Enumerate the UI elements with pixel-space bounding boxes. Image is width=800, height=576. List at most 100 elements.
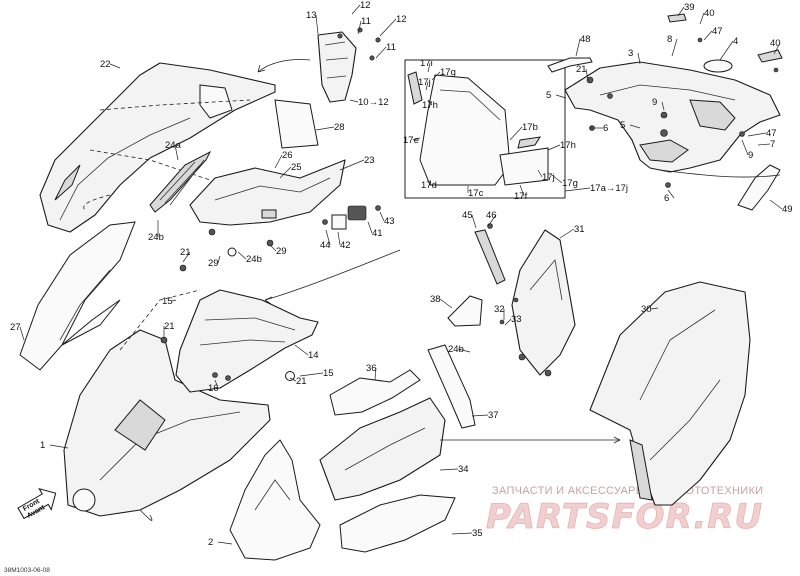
callout-label: 37 — [488, 410, 499, 421]
leader-line — [637, 52, 641, 65]
callout-c21d: 21 — [289, 376, 307, 387]
callout-label: 17e — [403, 135, 419, 146]
part-23-inner-panel — [189, 159, 346, 226]
front-direction-tag: Front Avant — [17, 488, 57, 520]
callout-c16: 16 — [208, 379, 219, 394]
callout-c11a: 11 — [357, 16, 371, 35]
leader-line — [174, 144, 179, 161]
leader-line — [367, 221, 373, 234]
callout-label: 21 — [180, 247, 191, 258]
callout-c46: 46 — [486, 210, 497, 227]
callout-c40b: 40 — [770, 38, 781, 55]
callout-label: 17g — [562, 178, 578, 189]
callout-c17j2: 17j — [537, 169, 555, 183]
watermark-tagline: ЗАПЧАСТИ И АКСЕССУАРЫ ДЛЯ МОТОТЕХНИКИ — [492, 485, 763, 497]
callout-c17e: 17e — [403, 135, 421, 146]
callout-label: 43 — [384, 216, 395, 227]
callout-c36: 36 — [366, 363, 377, 381]
part-37-strip — [427, 344, 476, 429]
callout-label: 17j — [418, 77, 431, 88]
callout-c43: 43 — [379, 211, 395, 227]
leader-line — [339, 159, 365, 171]
callout-label: 6 — [603, 123, 608, 134]
callout-c17g2: 17g — [551, 174, 578, 189]
callout-label: 4 — [733, 36, 738, 47]
callout-c17b: 17b — [509, 122, 538, 141]
callout-label: 24b — [148, 232, 164, 243]
callout-label: 21 — [164, 321, 175, 332]
callout-c11b: 11 — [375, 42, 396, 59]
leader-line — [471, 214, 477, 229]
part-35-bottom-panel — [339, 494, 456, 553]
callout-c24b3: 24b — [448, 344, 471, 355]
callout-label: 17j — [542, 172, 555, 183]
callout-c9a: 9 — [652, 97, 665, 111]
callout-c17i: 17i — [420, 58, 433, 73]
leader-line — [747, 132, 767, 137]
callout-c17j1: 17j — [418, 77, 431, 91]
leader-line — [425, 81, 429, 91]
leader-line — [274, 154, 283, 169]
callout-c35: 35 — [451, 528, 483, 539]
callout-label: 47 — [712, 26, 723, 37]
callout-label: 38 — [430, 294, 441, 305]
leader-line — [427, 62, 431, 73]
leader-line — [585, 68, 589, 81]
leader-line — [171, 299, 177, 302]
callout-c4: 4 — [719, 36, 738, 61]
leader-line — [703, 30, 713, 41]
callout-label: 21 — [576, 64, 587, 75]
callout-layer: 12345566789910→1211111212131415151617a→1… — [10, 0, 793, 548]
callout-c41: 41 — [367, 221, 383, 239]
callout-c42: 42 — [337, 231, 351, 251]
leader-line — [412, 137, 421, 141]
leader-line — [315, 14, 319, 35]
leader-line — [487, 214, 497, 227]
callout-label: 17a→17j — [590, 183, 628, 194]
callout-c21a: 21 — [576, 64, 589, 81]
callout-c17f: 17f — [514, 184, 528, 202]
leader-line — [555, 94, 567, 99]
callout-c33: 33 — [504, 314, 522, 326]
callout-c29b: 29 — [269, 244, 287, 257]
leader-line — [650, 307, 659, 310]
leader-line — [269, 244, 277, 252]
callout-label: 5 — [620, 120, 625, 131]
callout-label: 13 — [306, 10, 317, 21]
leader-line — [299, 372, 324, 377]
callout-c49: 49 — [769, 199, 793, 215]
callout-c28: 28 — [315, 122, 345, 133]
leader-line — [439, 468, 459, 471]
leader-line — [504, 318, 512, 326]
callout-label: 33 — [511, 314, 522, 325]
callout-label: 14 — [308, 350, 319, 361]
leader-line — [741, 139, 749, 156]
callout-c17h1: 17h — [422, 99, 438, 111]
leader-line — [509, 126, 523, 141]
callout-c5a: 5 — [546, 90, 567, 101]
callout-label: 11 — [361, 16, 371, 27]
callout-c37: 37 — [471, 410, 499, 421]
callout-c24a: 24a — [165, 140, 182, 161]
callout-c32: 32 — [494, 304, 505, 320]
callout-label: 17i — [420, 58, 433, 69]
callout-label: 22 — [100, 59, 111, 70]
part-24a-grille — [149, 150, 212, 213]
callout-c6b: 6 — [664, 189, 675, 204]
callout-c3: 3 — [628, 48, 641, 65]
leader-line — [471, 414, 489, 417]
callout-c48: 48 — [575, 34, 591, 57]
callout-label: 35 — [472, 528, 483, 539]
callout-c38: 38 — [430, 294, 453, 309]
callout-label: 49 — [782, 204, 793, 215]
callout-c7: 7 — [757, 139, 775, 150]
leader-line — [439, 298, 453, 309]
part-49-bracket — [737, 164, 781, 211]
leader-line — [629, 124, 641, 129]
leader-line — [547, 144, 561, 151]
callout-label: 28 — [334, 122, 345, 133]
part-3-tank-cover — [564, 59, 781, 188]
leader-line — [457, 348, 471, 353]
part-22-upper-fairing — [39, 62, 276, 233]
leader-line — [374, 367, 377, 381]
